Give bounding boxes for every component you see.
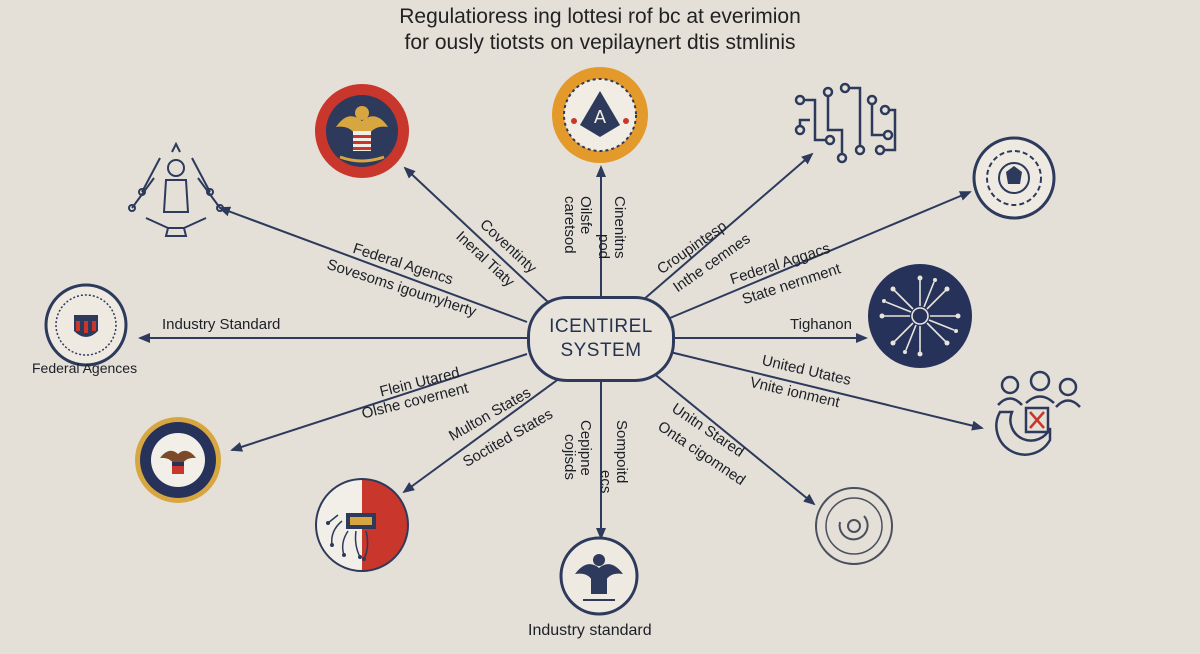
diagram-title-line-2: for ously tiotsts on vepilaynert dtis st… (404, 31, 796, 54)
circuit-network-icon (794, 82, 897, 164)
state-seal-navy-icon (135, 417, 221, 503)
diagram-title-line-1: Regulatioress ing lottesi rof bc at ever… (399, 5, 801, 28)
gear-seal-right-icon (972, 136, 1056, 220)
a-emblem-seal-orange-icon: A (552, 67, 648, 163)
connector-to-circuit-icon (642, 152, 814, 301)
people-magnet-icon (995, 370, 1081, 456)
hub-network-seal-navy-icon (868, 264, 972, 368)
label-cepipne-1: Cepipne (577, 420, 594, 476)
label-cepipne-2: cojisds (561, 434, 578, 480)
central-system-node: ICENTIREL SYSTEM (527, 296, 675, 382)
connector-to-gear-seal (669, 191, 972, 319)
central-system-line-2: SYSTEM (560, 340, 642, 361)
circuit-brain-seal-icon (315, 478, 409, 572)
connector-to-circuit-brain-seal (402, 377, 561, 494)
label-tighanon: Tighanon (790, 316, 852, 333)
svg-text:A: A (594, 107, 606, 127)
label-cinenitns-1: Cinenitns (611, 196, 628, 259)
connector-to-eagle-seal (403, 166, 549, 303)
standard-seal-outline-icon (815, 487, 893, 565)
central-system-line-1: ICENTIREL (549, 316, 653, 337)
connector-to-state-seal (230, 353, 528, 452)
label-cinenitns-2: pod (595, 234, 612, 260)
label-oilsfe-1: Oilsfe (577, 196, 594, 235)
connector-to-tools-icon (218, 206, 528, 323)
caption-federal-agences: Federal Agences (32, 360, 138, 376)
caption-industry-standard-bottom: Industry standard (528, 622, 652, 639)
label-sompoitd-1: Sompoitd (613, 420, 630, 484)
eagle-seal-bottom-icon (559, 536, 639, 616)
connector-to-people-icon (669, 351, 984, 431)
connector-to-standard-seal (651, 371, 816, 506)
label-oilsfe-2: caretsod (561, 196, 578, 254)
label-sompoitd-2: ecs (597, 470, 614, 494)
tools-figure-icon (128, 141, 224, 237)
eagle-seal-red-icon (315, 84, 409, 178)
label-industry-standard-left: Industry Standard (162, 316, 281, 333)
federal-seal-badge-icon (44, 283, 128, 367)
